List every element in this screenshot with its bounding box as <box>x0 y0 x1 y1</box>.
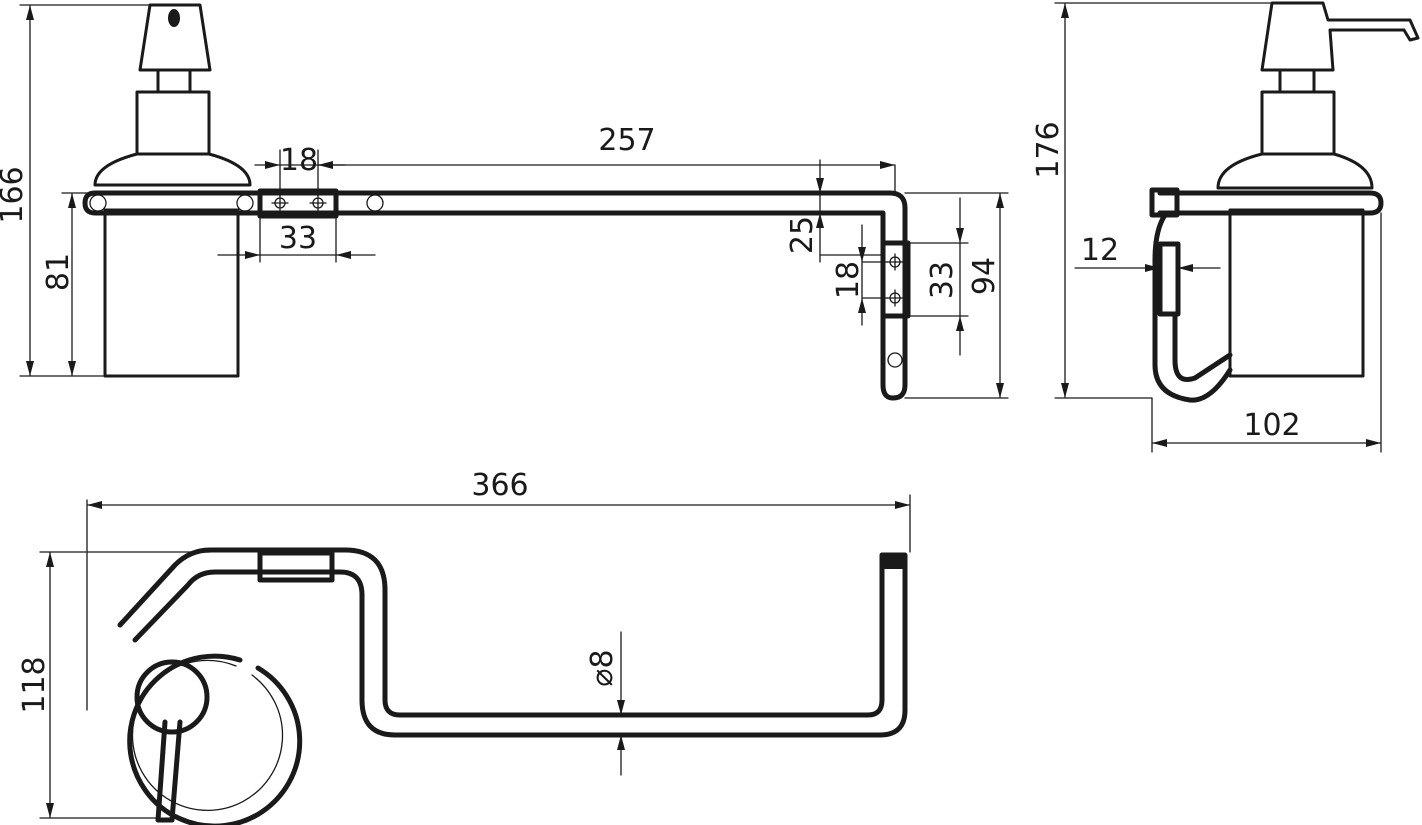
dim-hole-spacing-top: 18 <box>280 143 318 178</box>
dim-hole-spacing-right: 18 <box>831 261 866 299</box>
dim-rail-drop: 25 <box>785 216 820 254</box>
dim-bracket-width-right: 33 <box>925 261 960 299</box>
top-rail-arm <box>117 547 908 738</box>
dim-overall-height-front: 166 <box>0 166 30 223</box>
front-dimensions: 166 81 18 257 33 25 18 33 <box>0 4 1009 399</box>
top-rail-end-cap <box>882 553 905 569</box>
top-bottle-cap <box>134 659 210 735</box>
rail-end-left <box>89 194 107 212</box>
dim-rail-length: 257 <box>598 123 655 158</box>
dim-rod-diameter: ⌀8 <box>585 649 620 686</box>
rail-end-mid <box>236 194 254 212</box>
rail-end-bottom <box>887 352 903 368</box>
side-pump-stem <box>1278 68 1316 94</box>
hole-marker-top-1 <box>271 194 289 212</box>
pump-stem <box>156 68 192 94</box>
dim-bottle-height: 81 <box>41 253 76 291</box>
top-view <box>117 547 908 825</box>
dim-bracket-thickness-side: 12 <box>1081 233 1119 268</box>
side-support-arm <box>1152 212 1233 403</box>
side-bottle-dome <box>1216 152 1374 190</box>
dim-overall-width-side: 102 <box>1243 408 1300 443</box>
side-view <box>1149 1 1420 403</box>
dim-total-depth-right: 94 <box>967 257 1002 295</box>
side-bottle-body <box>1228 208 1365 378</box>
top-dimensions: 366 118 ⌀8 <box>17 468 911 819</box>
side-pump-collar <box>1260 90 1336 156</box>
dim-bracket-width-top: 33 <box>279 221 317 256</box>
side-pump-head <box>1260 1 1420 72</box>
dim-overall-depth-top: 118 <box>17 656 52 713</box>
side-dimensions: 176 12 102 <box>1031 2 1382 453</box>
bottle-body <box>103 208 240 378</box>
side-rail-tube <box>1157 190 1384 216</box>
top-rosette-inner <box>131 659 284 812</box>
top-rosette <box>127 653 303 825</box>
pump-collar <box>135 90 211 156</box>
bracket-top <box>257 188 339 219</box>
bracket-right <box>880 240 911 319</box>
pump-head <box>138 3 212 72</box>
front-view <box>82 3 911 401</box>
rail-rod <box>82 190 908 401</box>
hole-marker-right-1 <box>886 253 904 271</box>
dim-overall-height-side: 176 <box>1031 121 1066 178</box>
rail-end-inner <box>366 194 384 212</box>
dim-overall-length-top: 366 <box>471 468 528 503</box>
hole-marker-right-2 <box>886 289 904 307</box>
side-bracket <box>1157 241 1181 317</box>
bottle-dome <box>93 152 252 187</box>
hole-marker-top-2 <box>309 194 327 212</box>
side-support-arm-inner <box>1172 312 1233 382</box>
pump-nozzle <box>168 9 180 27</box>
top-pump-spout <box>155 719 183 823</box>
top-bracket <box>257 550 335 583</box>
